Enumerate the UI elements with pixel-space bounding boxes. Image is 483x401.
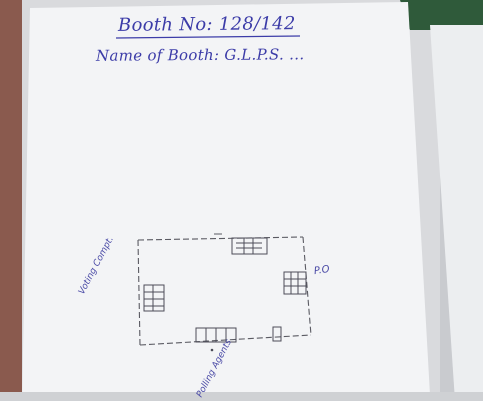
paper-sheet: [22, 2, 430, 401]
door-bottom-right: [272, 326, 282, 342]
marker-dot: [210, 348, 214, 352]
table-right: [283, 271, 307, 295]
diagram-wall-right: [302, 236, 312, 336]
green-corner: [400, 0, 483, 30]
table-bottom: [195, 327, 237, 343]
second-sheet: [430, 25, 483, 401]
diagram-wall-left: [137, 239, 141, 346]
table-edge-left: [0, 0, 22, 401]
table-top: [231, 237, 268, 255]
table-left: [143, 284, 165, 312]
diagram-wall-top: [137, 236, 304, 241]
